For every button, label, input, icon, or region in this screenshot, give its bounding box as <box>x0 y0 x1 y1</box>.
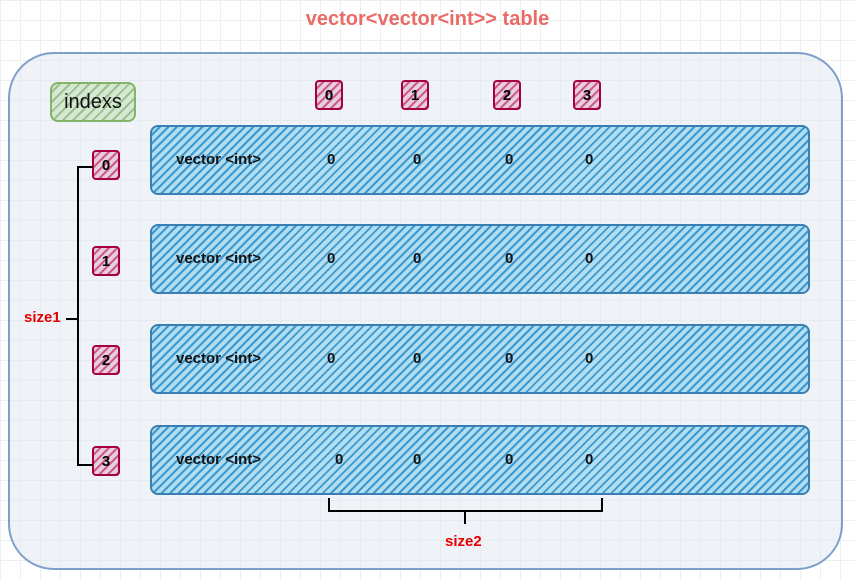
size1-label: size1 <box>24 309 61 326</box>
size1-bracket-bottom <box>77 464 93 466</box>
column-index-1: 1 <box>401 80 429 110</box>
indexs-label-box: indexs <box>50 82 136 122</box>
size2-label: size2 <box>445 533 482 550</box>
row-index-1: 1 <box>92 246 120 276</box>
size1-bracket-top <box>77 166 93 168</box>
diagram-title: vector<vector<int>> table <box>305 8 550 30</box>
cell-value: 0 <box>327 250 336 267</box>
cell-value: 0 <box>327 350 336 367</box>
size2-bracket-tick <box>464 510 466 524</box>
cell-value: 0 <box>413 250 422 267</box>
vector-row-3: vector <int> 0 0 0 0 <box>150 425 810 495</box>
row-type-label: vector <int> <box>176 451 262 468</box>
cell-value: 0 <box>413 451 422 468</box>
cell-value: 0 <box>327 151 336 168</box>
cell-value: 0 <box>505 250 514 267</box>
row-index-0: 0 <box>92 150 120 180</box>
row-index-2: 2 <box>92 345 120 375</box>
row-type-label: vector <int> <box>176 350 262 367</box>
vector-row-1: vector <int> 0 0 0 0 <box>150 224 810 294</box>
cell-value: 0 <box>335 451 344 468</box>
cell-value: 0 <box>505 151 514 168</box>
size2-bracket-left <box>328 498 330 512</box>
cell-value: 0 <box>413 350 422 367</box>
column-index-3: 3 <box>573 80 601 110</box>
cell-value: 0 <box>413 151 422 168</box>
cell-value: 0 <box>505 350 514 367</box>
vector-row-0: vector <int> 0 0 0 0 <box>150 125 810 195</box>
row-type-label: vector <int> <box>176 151 262 168</box>
size1-bracket-vertical <box>77 166 79 466</box>
row-index-3: 3 <box>92 446 120 476</box>
vector-row-2: vector <int> 0 0 0 0 <box>150 324 810 394</box>
cell-value: 0 <box>585 250 594 267</box>
cell-value: 0 <box>505 451 514 468</box>
indexs-label: indexs <box>64 90 122 113</box>
row-type-label: vector <int> <box>176 250 262 267</box>
cell-value: 0 <box>585 451 594 468</box>
size1-bracket-tick <box>66 318 77 320</box>
cell-value: 0 <box>585 151 594 168</box>
column-index-0: 0 <box>315 80 343 110</box>
cell-value: 0 <box>585 350 594 367</box>
column-index-2: 2 <box>493 80 521 110</box>
size2-bracket-right <box>601 498 603 512</box>
